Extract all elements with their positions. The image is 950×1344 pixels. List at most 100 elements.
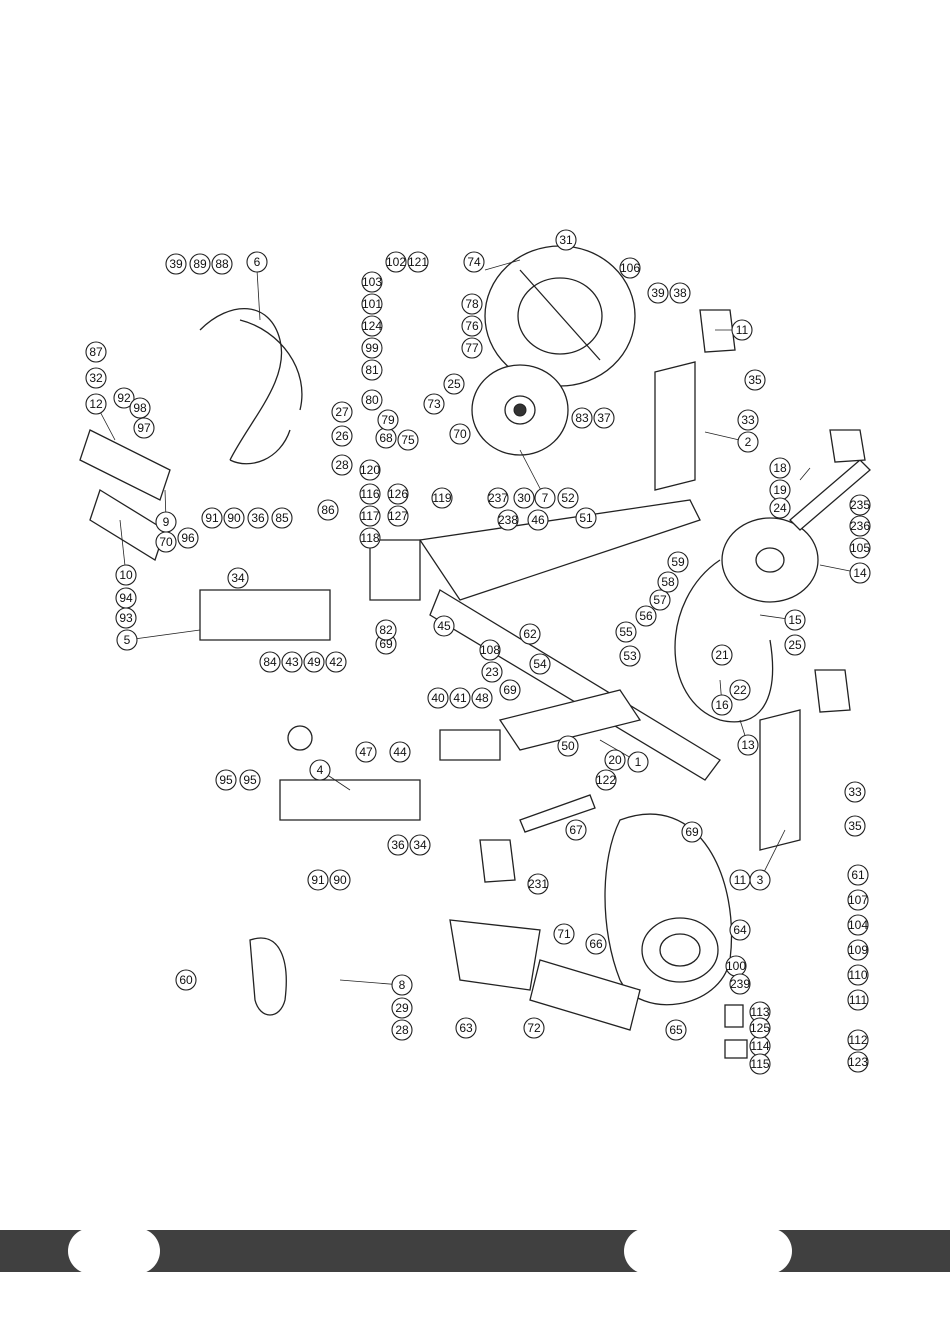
svg-text:24: 24 [773,501,787,515]
cover-plate [529,959,641,1031]
svg-text:77: 77 [465,341,479,355]
callout-21: 21 [711,644,733,666]
callout-45: 45 [433,615,455,637]
callout-43: 43 [281,651,303,673]
callout-27: 27 [331,401,353,423]
callout-39b: 39 [165,253,187,275]
svg-text:5: 5 [124,633,131,647]
svg-text:100: 100 [726,959,746,973]
svg-text:238: 238 [498,513,518,527]
callout-77: 77 [461,337,483,359]
belt-guard-segment [369,539,421,601]
svg-text:101: 101 [362,297,382,311]
callout-18: 18 [769,457,791,479]
pedal-left [479,839,516,883]
svg-text:7: 7 [542,491,549,505]
callout-55: 55 [615,621,637,643]
svg-text:31: 31 [559,233,573,247]
svg-text:32: 32 [89,371,103,385]
callout-52: 52 [557,487,579,509]
svg-text:113: 113 [750,1005,769,1019]
callout-231: 231 [527,873,549,895]
callout-33b: 33 [844,781,866,803]
callout-38: 38 [669,282,691,304]
callout-79: 79 [377,409,399,431]
seat [249,937,287,1016]
callout-125: 125 [749,1017,771,1039]
callout-112: 112 [847,1029,869,1051]
svg-text:93: 93 [119,611,133,625]
svg-text:10: 10 [119,568,133,582]
svg-text:108: 108 [480,643,500,657]
callout-117: 117 [359,505,381,527]
part-callouts: 1 2 3 4 5 6 7 8 9 10 11 11 12 13 14 15 1… [85,229,871,1075]
callout-57: 57 [649,589,671,611]
svg-text:2: 2 [745,435,752,449]
front-stabilizer [654,361,696,491]
svg-text:98: 98 [133,401,147,415]
hardware-block [724,1004,744,1028]
callout-16: 16 [711,694,733,716]
callout-70: 70 [449,423,471,445]
side-cover [449,919,541,991]
main-frame [418,499,701,601]
callout-61: 61 [847,864,869,886]
svg-text:57: 57 [653,593,667,607]
svg-text:61: 61 [851,868,865,882]
callout-115: 115 [749,1053,771,1075]
svg-text:52: 52 [561,491,575,505]
svg-text:44: 44 [393,745,407,759]
callout-94: 94 [115,587,137,609]
handlebar-bracket [79,429,171,501]
svg-text:54: 54 [533,657,547,671]
callout-36b: 36 [387,834,409,856]
svg-text:81: 81 [365,363,379,377]
callout-119: 119 [431,487,453,509]
svg-text:123: 123 [848,1055,868,1069]
callout-54: 54 [529,653,551,675]
callout-98: 98 [129,397,151,419]
callout-58: 58 [657,571,679,593]
svg-text:21: 21 [715,648,729,662]
callout-6: 6 [246,251,268,273]
svg-text:36: 36 [391,838,405,852]
callout-25: 25 [443,373,465,395]
callout-23: 23 [481,661,503,683]
callout-235: 235 [849,494,871,516]
callout-107: 107 [847,889,869,911]
svg-text:102: 102 [386,255,406,269]
svg-text:9: 9 [163,515,170,529]
page-number-badge-left [68,1228,160,1274]
callout-24: 24 [769,497,791,519]
svg-text:43: 43 [285,655,299,669]
svg-text:112: 112 [848,1033,867,1047]
callout-100: 100 [725,955,747,977]
callout-103: 103 [361,271,383,293]
callout-37: 37 [593,407,615,429]
callout-11b: 11 [729,869,751,891]
callout-1: 1 [627,751,649,773]
rear-stabilizer [759,709,801,851]
svg-text:65: 65 [669,1023,683,1037]
svg-text:11: 11 [736,323,749,337]
callout-111: 111 [847,989,869,1011]
svg-text:96: 96 [181,531,195,545]
svg-text:91: 91 [205,511,219,525]
callout-40: 40 [427,687,449,709]
callout-26: 26 [331,425,353,447]
svg-text:91: 91 [311,873,325,887]
seat-post [199,589,331,641]
callout-101: 101 [361,293,383,315]
callout-239: 239 [729,973,751,995]
svg-text:115: 115 [750,1057,769,1071]
callout-72: 72 [523,1017,545,1039]
svg-text:231: 231 [528,877,548,891]
flywheel-inner [517,277,603,355]
svg-text:60: 60 [179,973,193,987]
svg-text:12: 12 [89,397,103,411]
svg-text:69: 69 [685,825,699,839]
callout-59: 59 [667,551,689,573]
callout-2: 2 [737,431,759,453]
svg-text:1: 1 [635,755,642,769]
